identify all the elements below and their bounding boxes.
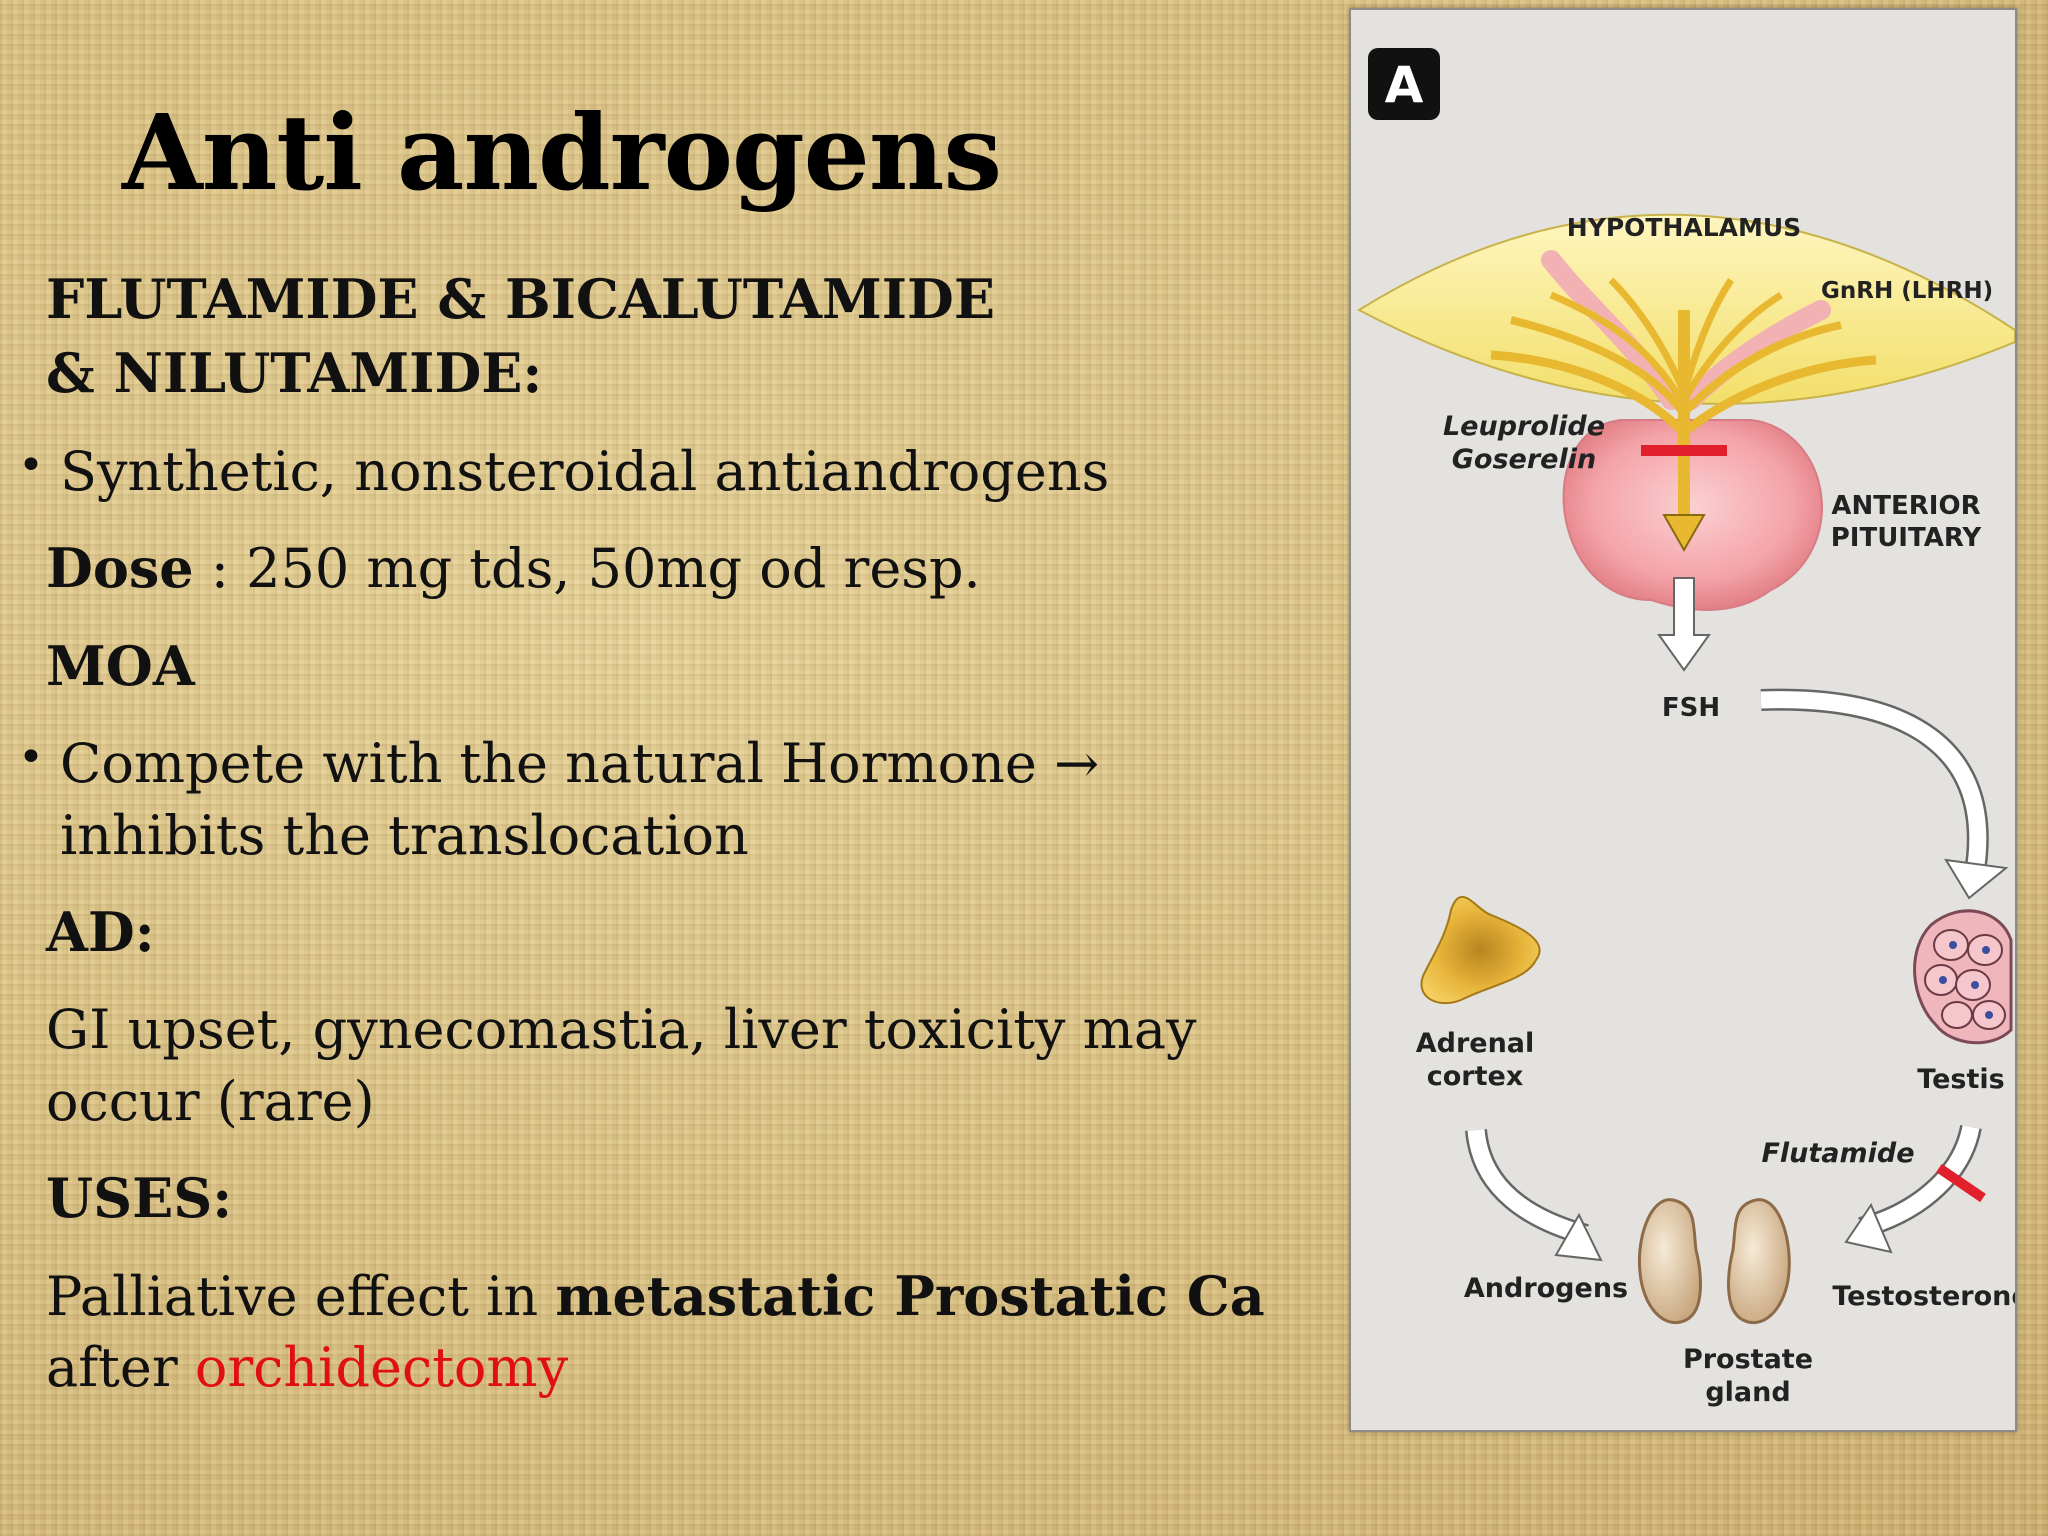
fibre-right <box>1681 300 1831 410</box>
ad-line-1: GI upset, gynecomastia, liver toxicity m… <box>46 998 1197 1061</box>
ad-heading: AD: <box>46 900 155 964</box>
leuprolide-block-bar <box>1641 445 1727 456</box>
testis-arrow-head <box>1844 1202 1893 1254</box>
dose-label: Dose <box>46 536 194 600</box>
uses-emphasis: metastatic Prostatic Ca <box>555 1264 1265 1328</box>
panel-letter: A <box>1385 56 1424 114</box>
fsh-label: FSH <box>1662 693 1720 723</box>
uses-heading: USES: <box>46 1166 233 1230</box>
testis-label: Testis <box>1917 1064 2004 1095</box>
fsh-arrow <box>1657 577 1711 672</box>
prostate-shape <box>1637 1198 1791 1325</box>
drug-class-text: Synthetic, nonsteroidal antiandrogens <box>60 440 1110 503</box>
adrenal-shape <box>1420 895 1541 1005</box>
slide-title: Anti androgens <box>122 91 1002 214</box>
leuprolide-label: Leuprolide <box>1443 411 1605 442</box>
gnrh-arrow-head <box>1662 514 1706 553</box>
fsh-testis-arrow-outline <box>1760 688 1989 867</box>
prostate-label: Prostate <box>1683 1344 1813 1375</box>
pathway-diagram: A HYPOTHALAMUS GnRH (LHRH) Leuprolide Go… <box>1356 48 2015 1408</box>
hormone-pathway-figure: A HYPOTHALAMUS GnRH (LHRH) Leuprolide Go… <box>1349 8 2017 1432</box>
anterior-label: ANTERIOR <box>1831 491 1980 521</box>
adrenal-arrow <box>1467 1128 1589 1244</box>
gland-label: gland <box>1705 1377 1790 1408</box>
uses-line2-prefix: after <box>46 1336 195 1399</box>
dose-line: Dose : 250 mg tds, 50mg od resp. <box>46 532 981 605</box>
fsh-testis-arrow-head <box>1944 858 2009 900</box>
moa-line-1: Compete with the natural Hormone → <box>60 732 1100 795</box>
drug-names-heading: FLUTAMIDE & BICALUTAMIDE & NILUTAMIDE: <box>46 267 995 405</box>
fsh-testis-arrow <box>1760 691 1987 867</box>
panel-letter-box <box>1368 48 1440 120</box>
moa-heading: MOA <box>46 634 195 698</box>
bullet-class: • <box>18 440 44 491</box>
gnrh-neurons <box>1490 277 1877 530</box>
uses-line-1: Palliative effect in metastatic Prostati… <box>46 1260 1265 1333</box>
hypothalamus-label: HYPOTHALAMUS <box>1567 213 1801 242</box>
cortex-label: cortex <box>1427 1061 1524 1092</box>
dose-value: : 250 mg tds, 50mg od resp. <box>193 537 981 600</box>
gnrh-label: GnRH (LHRH) <box>1821 278 1993 304</box>
adrenal-arrow-head <box>1554 1212 1603 1262</box>
testosterone-label: Testosterone <box>1832 1281 2015 1312</box>
uses-prefix: Palliative effect in <box>46 1265 556 1328</box>
flutamide-block-bar <box>1936 1163 1986 1203</box>
moa-line-2: inhibits the translocation <box>60 804 749 867</box>
uses-line-2: after orchidectomy <box>46 1332 568 1404</box>
adrenal-label: Adrenal <box>1416 1028 1535 1059</box>
goserelin-label: Goserelin <box>1452 444 1596 475</box>
androgens-label: Androgens <box>1464 1273 1628 1304</box>
ad-line-2: occur (rare) <box>46 1070 375 1133</box>
pituitary-label: PITUITARY <box>1831 523 1983 553</box>
flutamide-label: Flutamide <box>1761 1138 1914 1169</box>
uses-highlight: orchidectomy <box>194 1336 569 1399</box>
testis-shape <box>1913 909 2013 1045</box>
bullet-moa: • <box>18 732 44 783</box>
